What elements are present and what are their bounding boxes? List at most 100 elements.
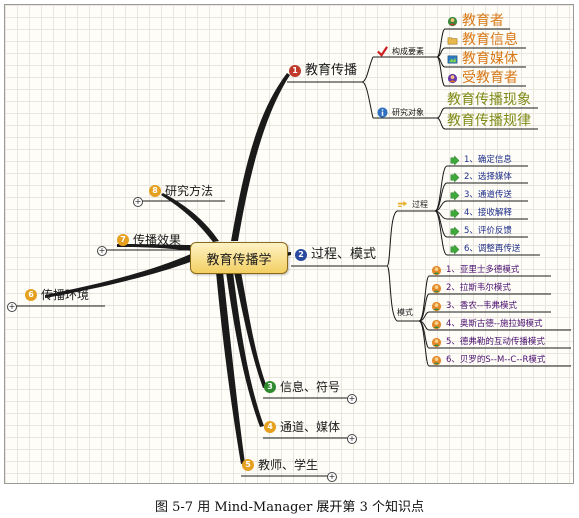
item-label: 受教育者	[462, 70, 518, 86]
branch-label: 过程、模式	[311, 247, 377, 262]
item-label: 3、通道传送	[464, 190, 512, 201]
expand-button[interactable]: +	[327, 472, 337, 482]
item-educator[interactable]: 教育者	[447, 14, 504, 28]
item-label: 1、确定信息	[464, 155, 512, 166]
priority-1-icon: 1	[289, 64, 301, 77]
process-step-2[interactable]: 2、选择媒体	[449, 172, 512, 183]
expand-button[interactable]: +	[97, 246, 107, 256]
model-icon	[431, 283, 442, 294]
branch-label: 传播环境	[41, 288, 90, 302]
branch-research-methods[interactable]: 8 研究方法	[149, 185, 213, 197]
central-topic[interactable]: 教育传播学	[190, 242, 288, 274]
branch-link-1	[231, 73, 290, 241]
checkmark-icon	[377, 46, 388, 57]
item-education-info[interactable]: 教育信息	[447, 33, 518, 47]
item-laws[interactable]: 教育传播规律	[447, 114, 531, 128]
subtopic-label: 过程	[412, 199, 428, 209]
branch-label: 教育传播	[305, 63, 358, 78]
process-step-4[interactable]: 4、接收解释	[449, 208, 512, 219]
item-education-media[interactable]: 教育媒体	[447, 52, 518, 66]
priority-4-icon: 4	[264, 421, 276, 433]
branch-info-symbols[interactable]: 3 信息、符号	[264, 381, 340, 393]
green-arrow-icon	[450, 172, 460, 183]
branch-link-7	[117, 244, 192, 251]
item-label: 教育媒体	[462, 51, 518, 67]
model-icon	[431, 355, 442, 366]
item-label: 4、接收解释	[464, 208, 512, 219]
model-icon	[431, 337, 442, 348]
mind-map-canvas: 教育传播学 1 教育传播 构成要素 教育者 教育信息 教育媒体 受教育者 研究对…	[4, 4, 574, 484]
item-label: 2、拉斯韦尔模式	[446, 283, 511, 294]
branch-effects[interactable]: 7 传播效果	[117, 234, 181, 246]
branch-education-communication[interactable]: 1 教育传播	[289, 64, 357, 77]
process-step-6[interactable]: 6、调整再传送	[449, 244, 520, 255]
subtopic-label: 构成要素	[392, 46, 424, 56]
item-label: 5、评价反馈	[464, 226, 512, 237]
item-learner[interactable]: 受教育者	[447, 71, 518, 85]
teacher-icon	[447, 16, 458, 26]
process-step-5[interactable]: 5、评价反馈	[449, 226, 512, 237]
model-item-6[interactable]: 6、贝罗的S--M--C--R模式	[431, 355, 545, 366]
branch-process-models[interactable]: 2 过程、模式	[295, 248, 376, 261]
item-label: 教育传播现象	[447, 92, 531, 108]
subtopic-research-object[interactable]: 研究对象	[377, 107, 424, 118]
item-label: 3、香农--韦弗模式	[446, 301, 518, 312]
priority-8-icon: 8	[149, 185, 161, 197]
subtopic-process[interactable]: 过程	[397, 199, 428, 210]
item-label: 4、奥斯古德--施拉姆模式	[446, 319, 543, 330]
priority-2-icon: 2	[295, 248, 307, 261]
branch-label: 教师、学生	[258, 458, 319, 472]
model-icon	[431, 301, 442, 312]
process-step-1[interactable]: 1、确定信息	[449, 155, 512, 166]
process-step-3[interactable]: 3、通道传送	[449, 190, 512, 201]
folder-icon	[447, 36, 458, 44]
priority-5-icon: 5	[242, 459, 254, 471]
item-label: 教育传播规律	[447, 113, 531, 129]
subtopic-components[interactable]: 构成要素	[377, 46, 424, 57]
model-item-5[interactable]: 5、德弗勒的互动传播模式	[431, 337, 545, 348]
branch-link-4	[226, 272, 264, 427]
branch-environment[interactable]: 6 传播环境	[25, 289, 89, 301]
expand-button[interactable]: +	[347, 394, 357, 404]
item-label: 2、选择媒体	[464, 172, 512, 183]
branch-label: 通道、媒体	[280, 420, 341, 434]
priority-6-icon: 6	[25, 289, 37, 301]
green-arrow-icon	[450, 208, 460, 219]
arrows-icon	[397, 200, 408, 207]
subtopic-models[interactable]: 模式	[397, 309, 413, 317]
green-arrow-icon	[450, 244, 460, 255]
figure-caption: 图 5-7 用 Mind-Manager 展开第 3 个知识点	[155, 500, 424, 515]
priority-3-icon: 3	[264, 381, 276, 393]
branch-label: 信息、符号	[280, 380, 341, 394]
green-arrow-icon	[450, 190, 460, 201]
item-label: 6、贝罗的S--M--C--R模式	[446, 355, 546, 366]
item-label: 5、德弗勒的互动传播模式	[446, 337, 545, 348]
expand-button[interactable]: +	[7, 302, 17, 312]
item-label: 6、调整再传送	[464, 244, 521, 255]
subtopic-label: 研究对象	[392, 107, 424, 117]
model-item-3[interactable]: 3、香农--韦弗模式	[431, 301, 517, 312]
model-item-1[interactable]: 1、亚里士多德模式	[431, 265, 519, 276]
model-icon	[431, 319, 442, 330]
branch-label: 传播效果	[133, 233, 182, 247]
model-icon	[431, 265, 442, 276]
expand-button[interactable]: +	[133, 197, 143, 207]
priority-7-icon: 7	[117, 234, 129, 246]
subtopic-label: 模式	[397, 308, 413, 317]
expand-button[interactable]: +	[347, 434, 357, 444]
green-arrow-icon	[450, 226, 460, 237]
info-icon	[377, 107, 388, 118]
branch-label: 研究方法	[165, 184, 214, 198]
branch-link-8	[161, 193, 219, 242]
model-item-2[interactable]: 2、拉斯韦尔模式	[431, 283, 511, 294]
branch-link-6	[45, 253, 193, 298]
model-item-4[interactable]: 4、奥斯古德--施拉姆模式	[431, 319, 543, 330]
branch-teachers-students[interactable]: 5 教师、学生	[242, 459, 318, 471]
branch-link-3	[234, 272, 267, 388]
item-phenomena[interactable]: 教育传播现象	[447, 93, 531, 107]
item-label: 教育者	[462, 13, 504, 29]
student-icon	[447, 73, 458, 83]
item-label: 1、亚里士多德模式	[446, 265, 520, 276]
mind-map-connectors	[11, 28, 571, 477]
branch-channels-media[interactable]: 4 通道、媒体	[264, 421, 340, 433]
